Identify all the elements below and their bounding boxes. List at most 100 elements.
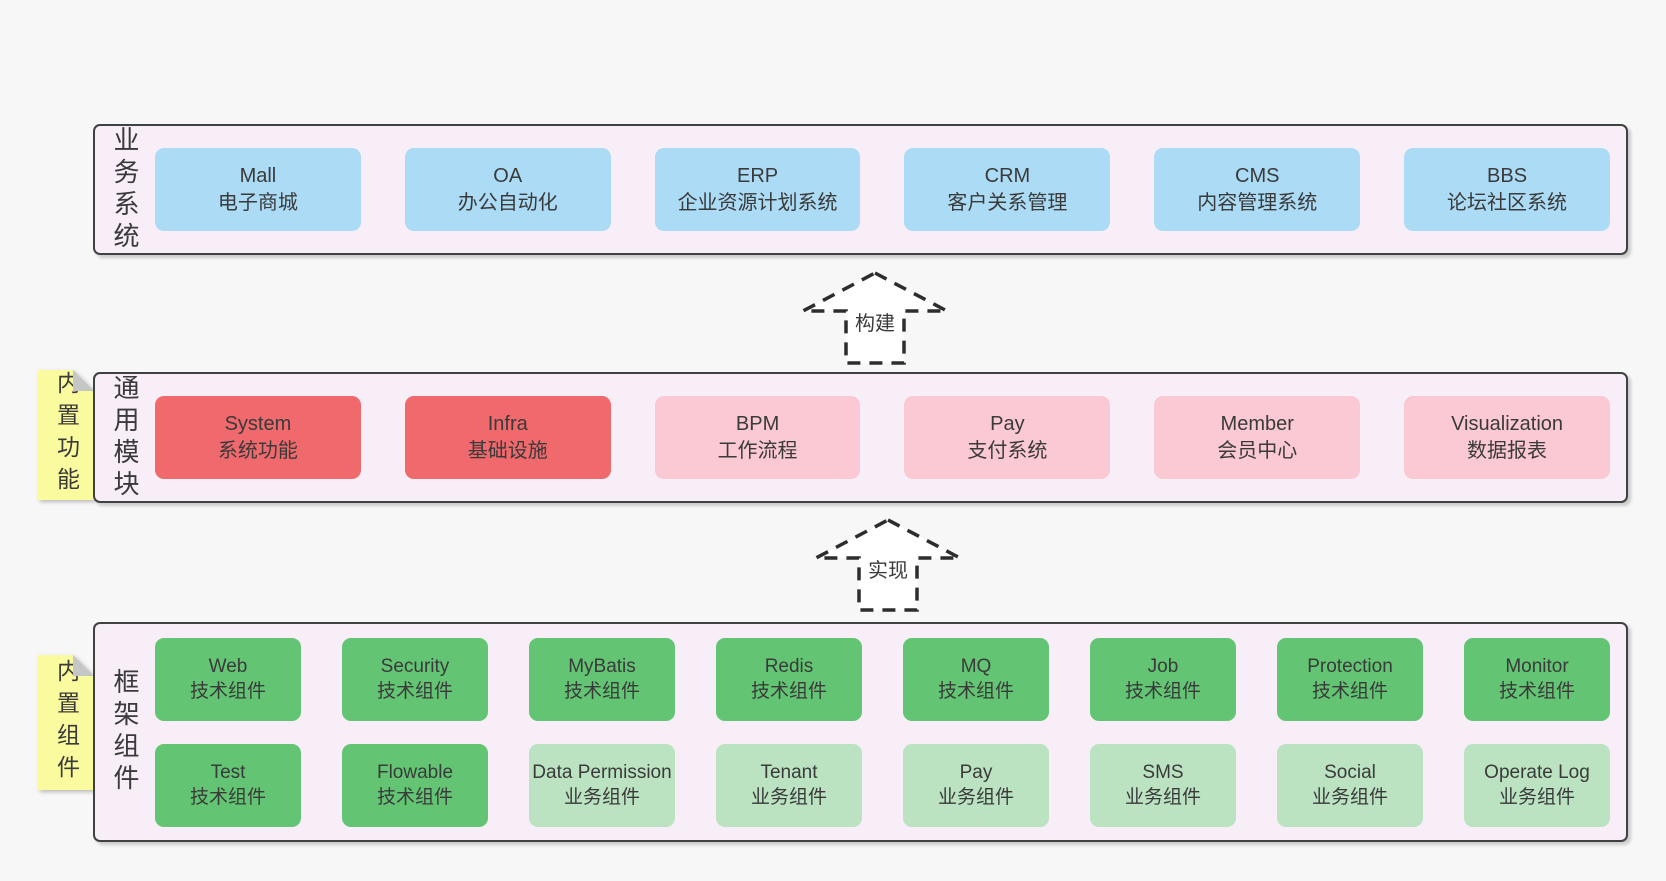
box-oa: OA 办公自动化 — [404, 148, 611, 231]
box-job: Job 技术组件 — [1090, 637, 1236, 721]
business-systems-label: 业务系统 — [110, 125, 140, 254]
built-in-features-note: 内置功能 — [38, 370, 94, 500]
box-desc: 业务组件 — [937, 787, 1014, 808]
box-name: ERP — [737, 164, 779, 187]
box-test: Test 技术组件 — [155, 743, 301, 827]
box-desc: 业务组件 — [750, 787, 827, 808]
box-social: Social 业务组件 — [1277, 743, 1423, 827]
box-name: Monitor — [1505, 656, 1569, 677]
components-row-1: Web 技术组件 Security 技术组件 MyBatis 技术组件 Redi… — [155, 637, 1610, 721]
box-desc: 技术组件 — [1311, 681, 1388, 702]
box-name: Visualization — [1451, 412, 1564, 435]
box-desc: 业务组件 — [1124, 787, 1201, 808]
box-bpm: BPM 工作流程 — [654, 396, 861, 479]
note-fold-corner-icon — [73, 370, 94, 391]
box-desc: 技术组件 — [376, 787, 453, 808]
framework-components-rows: Web 技术组件 Security 技术组件 MyBatis 技术组件 Redi… — [155, 637, 1610, 827]
box-name: Social — [1324, 762, 1376, 783]
box-mq: MQ 技术组件 — [903, 637, 1049, 721]
box-name: Protection — [1307, 656, 1393, 677]
box-name: Tenant — [760, 762, 818, 783]
box-security: Security 技术组件 — [342, 637, 488, 721]
box-system: System 系统功能 — [155, 396, 361, 479]
box-desc: 技术组件 — [750, 681, 827, 702]
build-arrow-label: 构建 — [852, 312, 898, 336]
box-desc: 论坛社区系统 — [1447, 191, 1568, 214]
box-desc: 业务组件 — [1311, 787, 1388, 808]
box-desc: 技术组件 — [189, 787, 266, 808]
box-mybatis: MyBatis 技术组件 — [529, 637, 675, 721]
box-name: BBS — [1487, 164, 1528, 187]
box-pay-component: Pay 业务组件 — [903, 743, 1049, 827]
box-infra: Infra 基础设施 — [404, 396, 611, 479]
box-cms: CMS 内容管理系统 — [1154, 148, 1361, 231]
box-name: BPM — [735, 412, 780, 435]
box-tenant: Tenant 业务组件 — [716, 743, 862, 827]
common-modules-boxes: System 系统功能 Infra 基础设施 BPM 工作流程 Pay 支付系统… — [155, 396, 1610, 479]
box-desc: 业务组件 — [1498, 787, 1575, 808]
box-name: Test — [210, 762, 246, 783]
box-desc: 客户关系管理 — [947, 191, 1068, 214]
box-name: Pay — [959, 762, 993, 783]
box-mall: Mall 电子商城 — [155, 148, 361, 231]
box-erp: ERP 企业资源计划系统 — [654, 148, 861, 231]
built-in-components-note: 内置组件 — [38, 655, 94, 790]
note-text: 内置功能 — [53, 371, 80, 499]
box-name: Data Permission — [532, 762, 672, 783]
business-systems-panel: 业务系统 Mall 电子商城 OA 办公自动化 ERP 企业资源计划系统 CRM… — [93, 124, 1628, 255]
box-name: MyBatis — [568, 656, 636, 677]
box-desc: 工作流程 — [717, 439, 798, 462]
box-desc: 技术组件 — [189, 681, 266, 702]
box-name: OA — [493, 164, 523, 187]
box-pay-module: Pay 支付系统 — [904, 396, 1111, 479]
box-name: Job — [1147, 656, 1179, 677]
box-desc: 技术组件 — [1498, 681, 1575, 702]
box-name: Infra — [487, 412, 528, 435]
box-flowable: Flowable 技术组件 — [342, 743, 488, 827]
box-desc: 办公自动化 — [457, 191, 558, 214]
box-redis: Redis 技术组件 — [716, 637, 862, 721]
box-crm: CRM 客户关系管理 — [904, 148, 1111, 231]
business-systems-boxes: Mall 电子商城 OA 办公自动化 ERP 企业资源计划系统 CRM 客户关系… — [155, 148, 1610, 231]
box-name: Flowable — [376, 762, 454, 783]
box-desc: 系统功能 — [217, 439, 298, 462]
box-desc: 业务组件 — [563, 787, 640, 808]
box-desc: 企业资源计划系统 — [677, 191, 838, 214]
box-operate-log: Operate Log 业务组件 — [1464, 743, 1610, 827]
box-data-permission: Data Permission 业务组件 — [529, 743, 675, 827]
box-protection: Protection 技术组件 — [1277, 637, 1423, 721]
box-desc: 技术组件 — [563, 681, 640, 702]
box-name: Redis — [764, 656, 814, 677]
box-web: Web 技术组件 — [155, 637, 301, 721]
box-desc: 内容管理系统 — [1197, 191, 1318, 214]
box-desc: 会员中心 — [1217, 439, 1298, 462]
box-desc: 技术组件 — [376, 681, 453, 702]
box-name: CRM — [984, 164, 1031, 187]
box-desc: 技术组件 — [1124, 681, 1201, 702]
box-name: CMS — [1235, 164, 1280, 187]
framework-components-panel: 框架组件 Web 技术组件 Security 技术组件 MyBatis 技术组件… — [93, 622, 1628, 842]
framework-components-label: 框架组件 — [110, 668, 140, 796]
box-bbs: BBS 论坛社区系统 — [1404, 148, 1610, 231]
box-name: Operate Log — [1484, 762, 1590, 783]
build-arrow-icon: 构建 — [800, 270, 950, 366]
box-desc: 数据报表 — [1467, 439, 1548, 462]
components-row-2: Test 技术组件 Flowable 技术组件 Data Permission … — [155, 743, 1610, 827]
box-name: Member — [1220, 412, 1294, 435]
note-fold-corner-icon — [73, 655, 94, 676]
implement-arrow-icon: 实现 — [813, 517, 963, 613]
box-name: System — [224, 412, 292, 435]
common-modules-panel: 通用模块 System 系统功能 Infra 基础设施 BPM 工作流程 Pay… — [93, 372, 1628, 503]
box-visualization: Visualization 数据报表 — [1404, 396, 1610, 479]
box-name: SMS — [1142, 762, 1184, 783]
box-name: Security — [380, 656, 450, 677]
implement-arrow-label: 实现 — [865, 559, 911, 583]
box-name: Mall — [239, 164, 277, 187]
box-desc: 技术组件 — [937, 681, 1014, 702]
box-monitor: Monitor 技术组件 — [1464, 637, 1610, 721]
box-name: Pay — [990, 412, 1025, 435]
note-text: 内置组件 — [53, 658, 80, 787]
common-modules-label: 通用模块 — [110, 373, 140, 502]
box-member: Member 会员中心 — [1154, 396, 1361, 479]
box-sms: SMS 业务组件 — [1090, 743, 1236, 827]
